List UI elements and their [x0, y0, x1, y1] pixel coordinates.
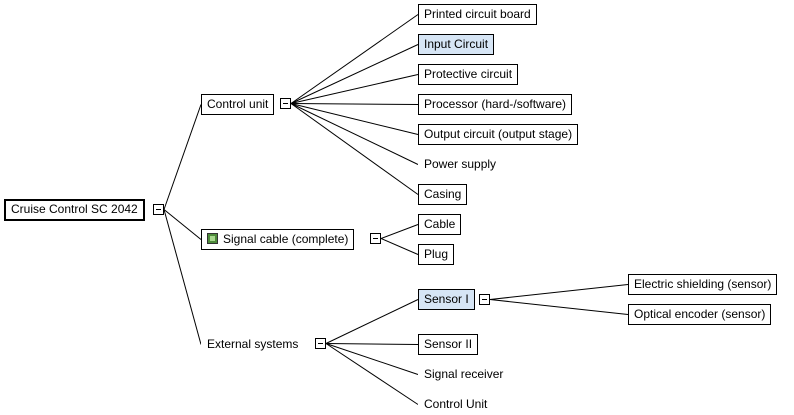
- node-cable[interactable]: Cable: [418, 214, 462, 235]
- node-sensor-2[interactable]: Sensor II: [418, 334, 479, 355]
- connector-line-10: [380, 224, 419, 239]
- root-collapse-icon[interactable]: [153, 204, 164, 215]
- node-input-circuit[interactable]: Input Circuit: [418, 34, 495, 55]
- connector-line-8: [290, 103, 419, 165]
- node-signal-receiver-label: Signal receiver: [424, 367, 504, 381]
- node-input-circuit-label: Input Circuit: [424, 37, 489, 51]
- node-optical-encoder[interactable]: Optical encoder (sensor): [628, 304, 772, 325]
- node-control-unit-external-label: Control Unit: [424, 397, 488, 411]
- node-electric-shielding-label: Electric shielding (sensor): [634, 277, 772, 291]
- connector-line-4: [290, 44, 419, 104]
- node-printed-circuit-board-label: Printed circuit board: [424, 7, 531, 21]
- node-external-systems[interactable]: External systems: [201, 334, 305, 355]
- node-output-circuit-label: Output circuit (output stage): [424, 127, 573, 141]
- connector-line-5: [290, 74, 419, 104]
- connector-line-17: [489, 299, 629, 315]
- connector-line-9: [290, 103, 419, 195]
- node-external-systems-label: External systems: [207, 337, 299, 351]
- node-sensor-1[interactable]: Sensor I: [418, 289, 475, 310]
- node-cable-label: Cable: [424, 217, 456, 231]
- connector-line-1: [163, 209, 202, 240]
- node-control-unit-external[interactable]: Control Unit: [418, 394, 494, 415]
- node-printed-circuit-board[interactable]: Printed circuit board: [418, 4, 537, 25]
- connector-line-13: [325, 343, 419, 345]
- node-sensor-1-label: Sensor I: [424, 292, 469, 306]
- node-power-supply-label: Power supply: [424, 157, 497, 171]
- control-unit-collapse-icon[interactable]: [280, 98, 291, 109]
- sensor-1-collapse-icon[interactable]: [479, 294, 490, 305]
- component-icon: [207, 233, 218, 244]
- node-casing[interactable]: Casing: [418, 184, 468, 205]
- connector-line-15: [325, 343, 419, 405]
- node-signal-cable-label: Signal cable (complete): [223, 232, 349, 246]
- connector-line-16: [489, 284, 629, 300]
- connector-line-2: [163, 209, 202, 345]
- node-plug-label: Plug: [424, 247, 449, 261]
- node-control-unit[interactable]: Control unit: [201, 94, 275, 115]
- connector-line-7: [290, 103, 419, 135]
- node-protective-circuit-label: Protective circuit: [424, 67, 513, 81]
- node-signal-receiver[interactable]: Signal receiver: [418, 364, 510, 385]
- external-systems-collapse-icon[interactable]: [315, 338, 326, 349]
- connector-line-3: [290, 14, 419, 104]
- connector-line-6: [290, 103, 419, 105]
- root-node[interactable]: Cruise Control SC 2042: [4, 199, 145, 221]
- node-electric-shielding[interactable]: Electric shielding (sensor): [628, 274, 778, 295]
- node-power-supply[interactable]: Power supply: [418, 154, 503, 175]
- node-processor-label: Processor (hard-/software): [424, 97, 567, 111]
- node-processor[interactable]: Processor (hard-/software): [418, 94, 573, 115]
- node-plug[interactable]: Plug: [418, 244, 455, 265]
- root-node-label: Cruise Control SC 2042: [11, 202, 138, 216]
- node-control-unit-label: Control unit: [207, 97, 269, 111]
- connector-line-11: [380, 238, 419, 255]
- node-output-circuit[interactable]: Output circuit (output stage): [418, 124, 579, 145]
- signal-cable-collapse-icon[interactable]: [370, 233, 381, 244]
- node-protective-circuit[interactable]: Protective circuit: [418, 64, 519, 85]
- connector-line-14: [325, 343, 419, 375]
- node-sensor-2-label: Sensor II: [424, 337, 473, 351]
- connector-line-12: [325, 299, 419, 344]
- connector-line-0: [163, 104, 202, 210]
- node-optical-encoder-label: Optical encoder (sensor): [634, 307, 766, 321]
- node-signal-cable[interactable]: Signal cable (complete): [201, 229, 355, 250]
- node-casing-label: Casing: [424, 187, 462, 201]
